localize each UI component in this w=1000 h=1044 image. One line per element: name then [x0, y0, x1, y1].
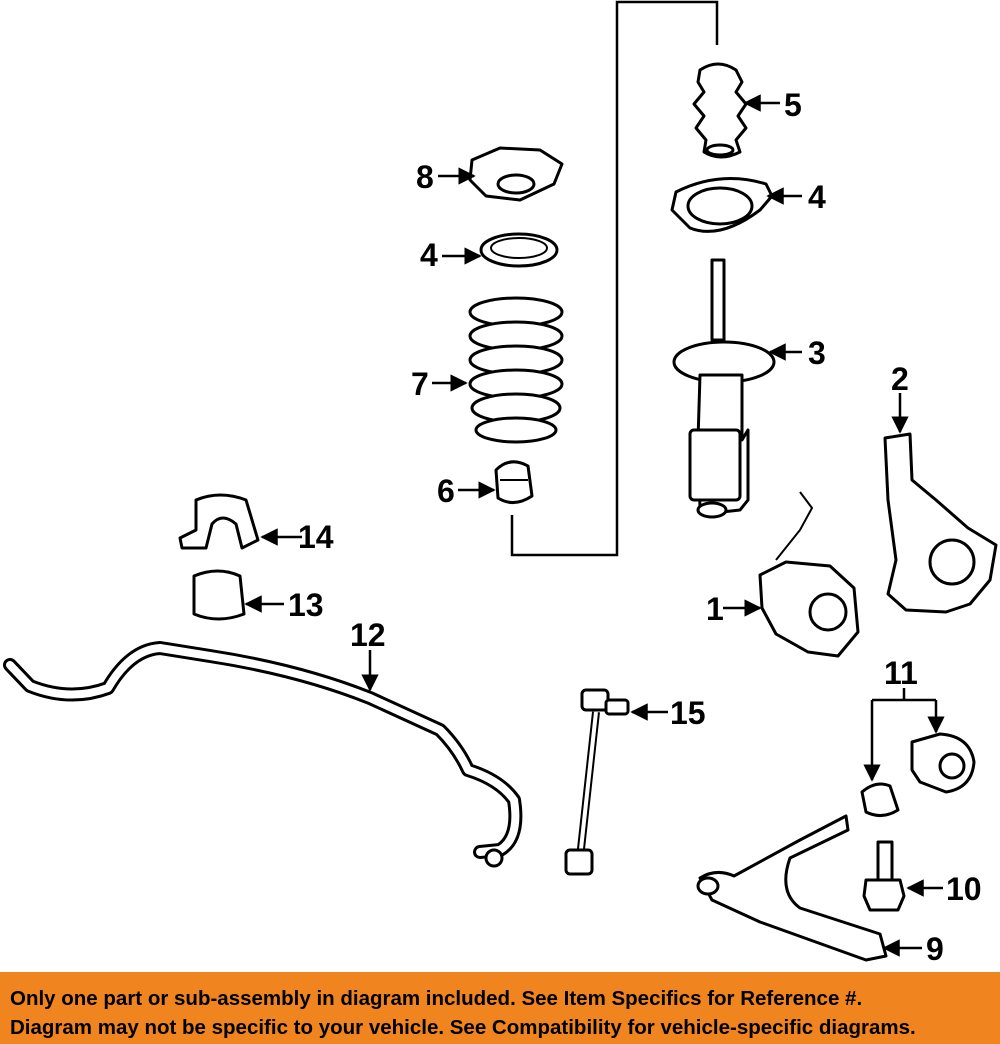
- coil-spring: [468, 296, 564, 444]
- control-arm-bolt: [862, 840, 906, 912]
- steering-knuckle: [883, 432, 998, 614]
- callout-8: 8: [416, 159, 434, 195]
- spring-insulator-left: [479, 232, 559, 268]
- callout-2: 2: [891, 361, 909, 397]
- control-arm-bushings: [860, 732, 976, 817]
- upper-strut-mount: [468, 146, 564, 202]
- callout-15: 15: [670, 695, 706, 731]
- callout-9: 9: [926, 931, 944, 967]
- callout-5: 5: [784, 87, 802, 123]
- dust-boot: [692, 62, 748, 159]
- stabilizer-bushing: [192, 569, 246, 621]
- wheel-hub-bearing: [758, 491, 860, 658]
- assembly-bracket-line: [510, 0, 719, 557]
- callout-4-right: 4: [808, 179, 826, 215]
- callout-3: 3: [808, 335, 826, 371]
- callout-4-left: 4: [420, 237, 438, 273]
- disclaimer-line-2: Diagram may not be specific to your vehi…: [10, 1016, 916, 1039]
- disclaimer-banner: Only one part or sub-assembly in diagram…: [0, 972, 1000, 1044]
- callout-14: 14: [298, 519, 334, 555]
- disclaimer-line-1: Only one part or sub-assembly in diagram…: [10, 987, 863, 1010]
- spring-insulator-right: [670, 177, 774, 233]
- lower-control-arm: [696, 814, 888, 962]
- callout-13: 13: [288, 587, 324, 623]
- callout-6: 6: [437, 473, 455, 509]
- bump-stop: [494, 460, 534, 504]
- callout-10: 10: [946, 871, 982, 907]
- strut: [672, 258, 776, 519]
- suspension-parts-diagram: 1 2 3 4 4 5 6 7 8 9 10 11 12 13 14 15: [3, 0, 998, 967]
- stabilizer-link: [564, 688, 630, 876]
- callout-leaders: [244, 94, 945, 957]
- callout-11: 11: [884, 655, 918, 691]
- callout-7: 7: [411, 366, 429, 402]
- stabilizer-bar: [3, 641, 523, 868]
- stabilizer-bushing-bracket: [178, 493, 260, 550]
- callout-1: 1: [706, 591, 724, 627]
- callout-12: 12: [350, 617, 386, 653]
